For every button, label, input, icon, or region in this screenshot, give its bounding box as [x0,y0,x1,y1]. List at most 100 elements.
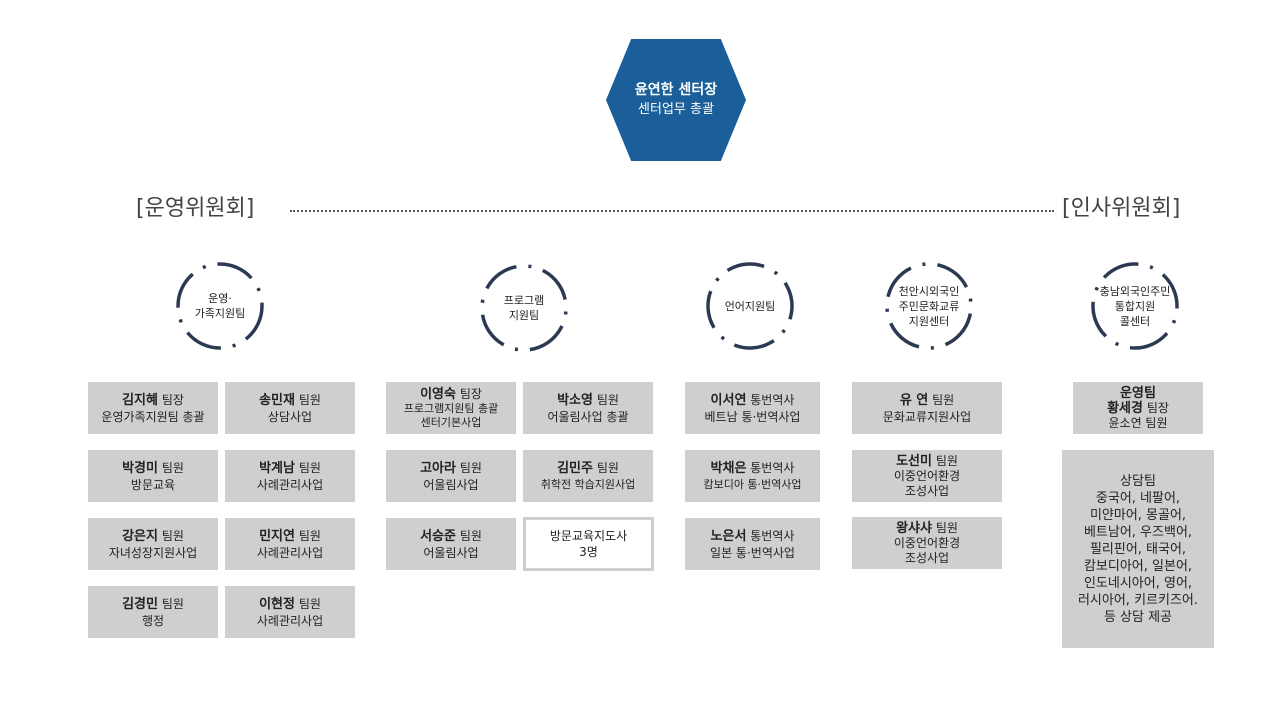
text-label: 통번역사 [750,528,795,543]
text-label: 팀장 [1146,400,1169,415]
text-label: 사례관리사업 [256,613,324,628]
text-label: 상담사업 [267,409,313,424]
text-label: 팀원 [459,460,482,475]
text-label: 가족지원팀 [194,307,246,320]
member-card: 왕샤샤 팀원 이중언어환경 조성사업 [852,517,1002,569]
text-label: 캄보디아어, 일본어, [1083,558,1193,574]
text-label: 김경민 [122,596,158,612]
text-label: 팀원 [161,528,184,543]
text-label: 등 상담 제공 [1103,609,1173,625]
member-card: 박경미 팀원 방문교육 [88,450,218,502]
text-label: 통번역사 [750,460,795,475]
text-label: 조성사업 [904,483,950,498]
text-label: 언어지원팀 [724,299,776,313]
team-label: 언어지원팀 [700,256,800,356]
text-label: 운영가족지원팀 총괄 [101,409,205,424]
text-label: 어울림사업 [423,545,479,560]
text-label: 이현정 [259,596,295,612]
member-card: 이서연 통번역사 베트남 통·번역사업 [685,382,820,434]
text-label: 프로그램 [503,294,545,307]
operating-committee-label: [운영위원회] [136,196,255,221]
member-card: 이현정 팀원 사례관리사업 [225,586,355,638]
dashed-circle-icon [885,262,973,350]
text-label: 이영숙 [420,386,456,402]
text-label: 송민재 [259,392,295,408]
text-label: 어울림사업 총괄 [547,409,629,424]
team-ring-language: 언어지원팀 [700,256,800,356]
text-label: 민지연 [259,528,295,544]
member-card: 고아라 팀원 어울림사업 [386,450,516,502]
text-label: 통합지원 [1114,299,1156,313]
text-label: 박경미 [122,460,158,476]
text-label: 박소영 [557,392,593,408]
text-label: 팀원 [596,392,619,407]
text-label: 운영팀 [1120,385,1156,401]
text-label: 팀원 [935,453,958,468]
member-card: 노은서 통번역사 일본 통·번역사업 [685,518,820,570]
team-ring-program: 프로그램 지원팀 [474,258,574,358]
text-label: 고아라 [420,460,456,476]
dashed-circle-icon [176,262,264,350]
text-label: 노은서 [710,528,747,544]
member-card: 서승준 팀원 어울림사업 [386,518,516,570]
text-label: 러시아어, 키르키즈어. [1077,592,1199,608]
member-card: 도선미 팀원 이중언어환경 조성사업 [852,450,1002,502]
member-card: 유 연 팀원 문화교류지원사업 [852,382,1002,434]
member-card: 박채은 통번역사 캄보디아 통·번역사업 [685,450,820,502]
director-name: 윤연한 센터장 [634,82,718,98]
team-label: 운영· 가족지원팀 [170,256,270,356]
text-label: 일본 통·번역사업 [710,545,795,560]
text-label: 콜센터 [1119,314,1151,328]
text-label: 팀원 [932,392,955,407]
text-label: 팀원 [298,528,321,543]
text-label: 팀원 [298,596,321,611]
text-label: 미얀마어, 몽골어, [1089,507,1187,523]
text-label: 통번역사 [750,392,795,407]
member-card: 운영팀 황세경 팀장 윤소연 팀원 [1073,382,1203,434]
team-label: 충남외국인주민 통합지원 콜센터 [1085,256,1185,356]
dashed-circle-icon [480,264,568,352]
text-label: 이중언어환경 [893,468,961,483]
text-label: 운영· [208,292,232,305]
text-label: 팀원 [161,596,184,611]
text-label: 팀원 [935,520,958,535]
text-label: 박계남 [259,460,295,476]
text-label: 지원센터 [908,314,950,328]
text-label: 주민문화교류 [898,299,960,313]
text-label: 팀원 [298,460,321,475]
text-label: 팀원 [161,460,184,475]
member-card: 김민주 팀원 취학전 학습지원사업 [523,450,653,502]
text-label: 자녀성장지원사업 [108,545,198,560]
director-duty: 센터업무 총괄 [638,102,714,117]
text-label: 프로그램지원팀 총괄 [403,401,499,415]
text-label: 충남외국인주민 [1099,284,1171,298]
text-label: 팀원 [459,528,482,543]
text-label: 베트남어, 우즈백어, [1083,524,1193,540]
text-label: 김지혜 [122,392,158,408]
text-label: 필리핀어, 태국어, [1089,541,1187,557]
text-label: 3명 [579,545,598,559]
text-label: 황세경 [1107,400,1143,416]
text-label: 팀장 [459,386,482,401]
text-label: 취학전 학습지원사업 [540,477,636,491]
text-label: 사례관리사업 [256,545,324,560]
text-label: 팀원 [298,392,321,407]
member-card: 박소영 팀원 어울림사업 총괄 [523,382,653,434]
dashed-circle-icon [1091,262,1179,350]
member-card: 강은지 팀원 자녀성장지원사업 [88,518,218,570]
dashed-circle-icon [706,262,794,350]
text-label: 유 연 [899,392,929,408]
text-label: 강은지 [122,528,158,544]
text-label: 이중언어환경 [893,535,961,550]
text-label: 천안시외국인 [898,284,960,298]
text-label: 서승준 [420,528,456,544]
director-node: 윤연한 센터장 센터업무 총괄 [606,39,746,161]
text-label: 문화교류지원사업 [882,409,972,424]
text-label: 윤소연 팀원 [1108,415,1168,430]
member-card: 이영숙 팀장 프로그램지원팀 총괄 센터기본사업 [386,382,516,434]
text-label: 김민주 [557,460,593,476]
text-label: 센터기본사업 [420,415,482,429]
text-label: 캄보디아 통·번역사업 [703,477,802,491]
text-label: 사례관리사업 [256,477,324,492]
team-ring-operations: 운영· 가족지원팀 [170,256,270,356]
